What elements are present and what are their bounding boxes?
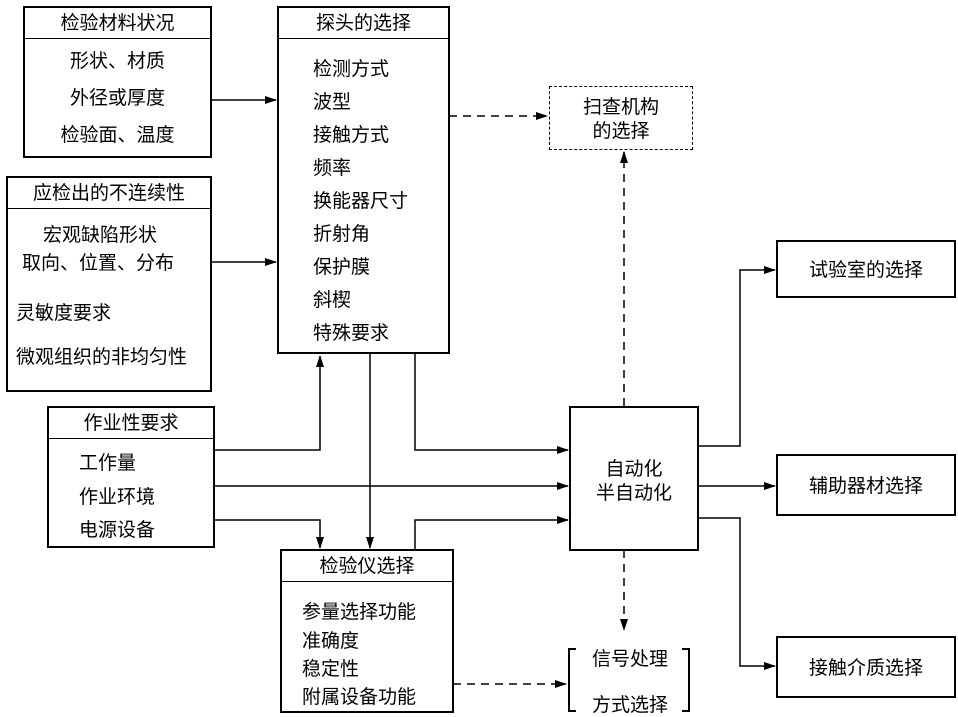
automation-line1: 自动化 — [605, 458, 663, 480]
scan-mechanism-line2: 的选择 — [592, 120, 650, 142]
discontinuity-item: 宏观缺陷形状 — [43, 224, 158, 246]
instrument-item: 准确度 — [302, 630, 360, 652]
arrow-auto-to-couplant — [698, 517, 776, 670]
automation-line2: 半自动化 — [595, 482, 672, 504]
lab-selection-box: 试验室的选择 — [776, 240, 956, 298]
material-item: 形状、材质 — [69, 50, 165, 72]
material-item: 外径或厚度 — [69, 87, 165, 109]
probe-item: 折射角 — [313, 223, 371, 245]
arrow-auto-to-lab — [698, 266, 776, 447]
probe-item: 换能器尺寸 — [313, 190, 409, 212]
discontinuity-box: 应检出的不连续性 宏观缺陷形状 取向、位置、分布 灵敏度要求 微观组织的非均匀性 — [6, 176, 212, 392]
probe-item: 频率 — [313, 157, 352, 179]
work-item: 工作量 — [79, 452, 137, 474]
instrument-item: 稳定性 — [302, 658, 360, 680]
work-item: 电源设备 — [79, 519, 156, 541]
probe-item: 波型 — [313, 91, 352, 113]
instrument-selection-box: 检验仪选择 参量选择功能 准确度 稳定性 附属设备功能 — [280, 549, 454, 713]
material-condition-title: 检验材料状况 — [25, 8, 210, 39]
arrow-probe-to-auto — [414, 353, 569, 454]
signal-bracket-left — [568, 648, 576, 712]
signal-processing-line2: 方式选择 — [591, 694, 668, 716]
work-requirements-box: 作业性要求 工作量 作业环境 电源设备 — [47, 406, 215, 548]
scan-mechanism-box: 扫查机构 的选择 — [549, 86, 693, 150]
arrow-work-to-probe — [214, 355, 324, 451]
instrument-item: 参量选择功能 — [302, 601, 417, 623]
instrument-selection-title: 检验仪选择 — [282, 551, 452, 582]
couplant-selection-label: 接触介质选择 — [808, 657, 923, 679]
aux-equipment-label: 辅助器材选择 — [808, 475, 923, 497]
scan-mechanism-line1: 扫查机构 — [582, 96, 659, 118]
arrow-instrument-to-auto — [414, 516, 569, 550]
signal-bracket-right — [682, 648, 690, 712]
work-requirements-title: 作业性要求 — [49, 408, 213, 439]
couplant-selection-box: 接触介质选择 — [776, 636, 956, 698]
probe-item: 接触方式 — [313, 124, 390, 146]
probe-item: 保护膜 — [313, 256, 371, 278]
automation-box: 自动化 半自动化 — [569, 406, 699, 551]
probe-selection-title: 探头的选择 — [279, 8, 448, 39]
probe-item: 斜楔 — [313, 289, 352, 311]
probe-item: 检测方式 — [313, 58, 390, 80]
probe-selection-box: 探头的选择 检测方式 波型 接触方式 频率 换能器尺寸 折射角 保护膜 斜楔 特… — [277, 6, 450, 354]
discontinuity-title: 应检出的不连续性 — [8, 178, 210, 209]
discontinuity-item: 灵敏度要求 — [16, 302, 112, 324]
discontinuity-item: 取向、位置、分布 — [22, 252, 175, 274]
material-item: 检验面、温度 — [60, 124, 175, 146]
work-item: 作业环境 — [79, 486, 156, 508]
arrow-work-to-instrument — [214, 519, 324, 549]
lab-selection-label: 试验室的选择 — [808, 259, 923, 281]
probe-item: 特殊要求 — [313, 322, 390, 344]
aux-equipment-box: 辅助器材选择 — [776, 454, 956, 516]
discontinuity-item: 微观组织的非均匀性 — [16, 346, 188, 368]
material-condition-box: 检验材料状况 形状、材质 外径或厚度 检验面、温度 — [23, 6, 212, 158]
instrument-item: 附属设备功能 — [302, 686, 417, 708]
signal-processing-line1: 信号处理 — [591, 648, 668, 670]
